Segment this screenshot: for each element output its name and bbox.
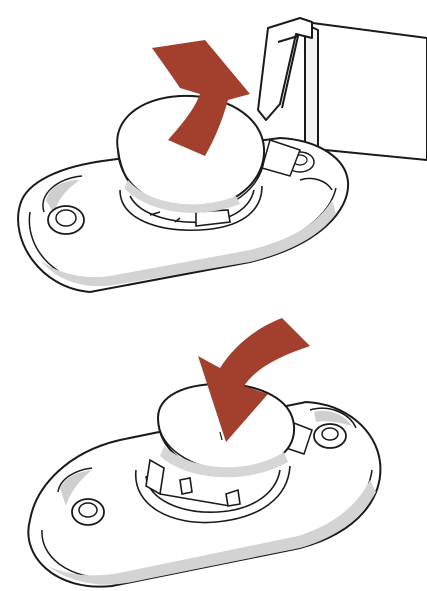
- panel-top-remove-cap: [18, 18, 427, 292]
- panel-bottom-attach-cap: [28, 318, 380, 587]
